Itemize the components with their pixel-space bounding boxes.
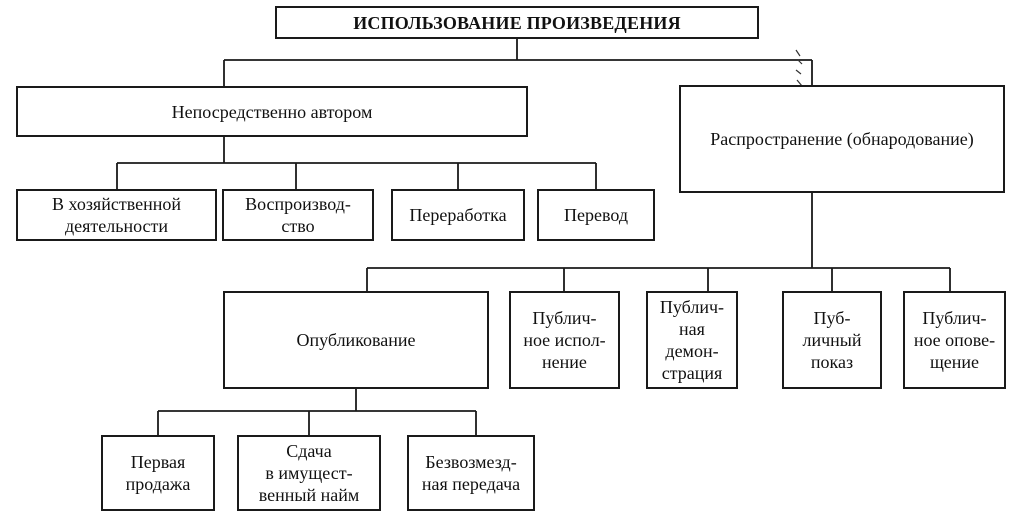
scribble-mark: [794, 49, 803, 99]
public-broadcast-box: Публич- ное опове- щение: [903, 291, 1006, 389]
public-demonstration-label: Публич- ная демон- страция: [659, 297, 725, 383]
economic-activity-box: В хозяйственной деятельности: [16, 189, 217, 241]
first-sale-label: Первая продажа: [125, 452, 191, 494]
first-sale-box: Первая продажа: [101, 435, 215, 511]
page-title: ИСПОЛЬЗОВАНИЕ ПРОИЗВЕДЕНИЯ: [353, 12, 681, 33]
public-performance-box: Публич- ное испол- нение: [509, 291, 620, 389]
free-transfer-box: Безвозмезд- ная передача: [407, 435, 535, 511]
public-show-box: Пуб- личный показ: [782, 291, 882, 389]
public-demonstration-box: Публич- ная демон- страция: [646, 291, 738, 389]
publication-label: Опубликование: [296, 330, 416, 350]
free-transfer-label: Безвозмезд- ная передача: [421, 452, 521, 494]
public-broadcast-label: Публич- ное опове- щение: [913, 308, 996, 372]
reproduction-label: Воспроизвод- ство: [245, 194, 351, 236]
processing-box: Переработка: [391, 189, 525, 241]
lease-box: Сдача в имущест- венный найм: [237, 435, 381, 511]
title-box: ИСПОЛЬЗОВАНИЕ ПРОИЗВЕДЕНИЯ: [275, 6, 759, 39]
lease-label: Сдача в имущест- венный найм: [258, 441, 360, 505]
distribution-box: Распространение (обнародование): [679, 85, 1005, 193]
public-performance-label: Публич- ное испол- нение: [523, 308, 606, 372]
processing-label: Переработка: [409, 205, 507, 225]
direct-use-label: Непосредственно автором: [171, 101, 373, 122]
translation-box: Перевод: [537, 189, 655, 241]
reproduction-box: Воспроизвод- ство: [222, 189, 374, 241]
public-show-label: Пуб- личный показ: [802, 308, 862, 372]
publication-box: Опубликование: [223, 291, 489, 389]
economic-activity-label: В хозяйственной деятельности: [52, 194, 181, 236]
distribution-label: Распространение (обнародование): [710, 129, 974, 149]
translation-label: Перевод: [564, 205, 628, 225]
direct-use-box: Непосредственно автором: [16, 86, 528, 137]
